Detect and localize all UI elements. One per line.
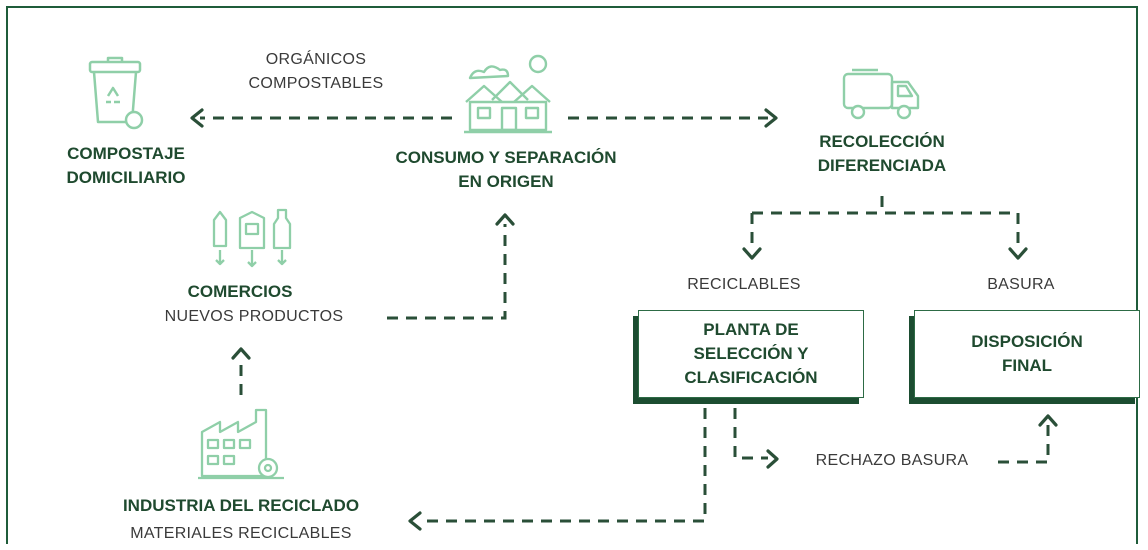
compostaje-title: COMPOSTAJE DOMICILIARIO xyxy=(66,144,186,187)
connector-recoleccion-split xyxy=(750,196,1020,245)
planta-title: PLANTA DE SELECCIÓN Y CLASIFICACIÓN xyxy=(684,320,818,387)
arrowhead-left-industria xyxy=(408,511,422,531)
basura-label: BASURA xyxy=(987,276,1055,293)
arrowhead-left xyxy=(190,108,204,128)
disposicion-box: DISPOSICIÓN FINAL xyxy=(914,310,1140,398)
arrowhead-down-basura xyxy=(1008,247,1028,260)
comercios-title: COMERCIOS xyxy=(187,282,293,301)
connector-planta-to-industria xyxy=(420,408,707,523)
bottles-icon xyxy=(212,208,292,268)
houses-icon xyxy=(464,54,552,134)
arrowhead-up-comercios xyxy=(231,347,251,360)
comercios-subtitle: NUEVOS PRODUCTOS xyxy=(164,308,344,325)
industria-subtitle: MATERIALES RECICLABLES xyxy=(130,525,352,542)
connector-comercios-to-consumo xyxy=(387,224,507,320)
rechazo-label: RECHAZO BASURA xyxy=(815,452,969,469)
factory-icon xyxy=(198,408,284,480)
planta-box: PLANTA DE SELECCIÓN Y CLASIFICACIÓN xyxy=(638,310,864,398)
industria-title: INDUSTRIA DEL RECICLADO xyxy=(122,496,360,515)
consumo-title: CONSUMO Y SEPARACIÓN EN ORIGEN xyxy=(395,148,617,191)
arrowhead-up-consumo xyxy=(495,213,515,226)
recoleccion-title: RECOLECCIÓN DIFERENCIADA xyxy=(817,132,947,175)
arrowhead-down-reciclables xyxy=(742,247,762,260)
disposicion-title: DISPOSICIÓN FINAL xyxy=(971,332,1083,375)
connector-planta-to-rechazo xyxy=(733,408,768,460)
compost-bin-icon xyxy=(88,56,144,130)
garbage-truck-icon xyxy=(842,68,920,120)
arrowhead-right xyxy=(764,108,778,128)
organicos-label: ORGÁNICOS COMPOSTABLES xyxy=(248,51,384,92)
arrowhead-up-disposicion xyxy=(1038,414,1058,427)
connector-rechazo-to-disposicion xyxy=(998,420,1050,464)
arrowhead-right-rechazo xyxy=(766,449,779,469)
reciclables-label: RECICLABLES xyxy=(687,276,801,293)
diagram-frame xyxy=(6,6,1138,544)
